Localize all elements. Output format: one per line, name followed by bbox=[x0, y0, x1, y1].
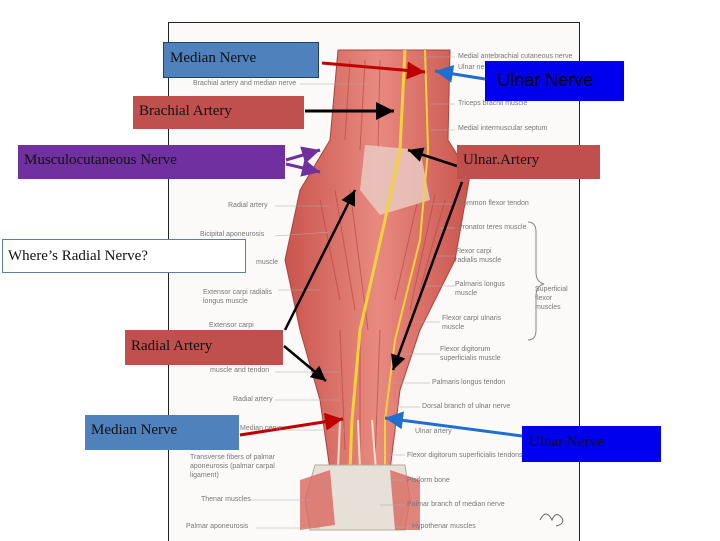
arrow-ulnar-artery-1 bbox=[407, 147, 458, 168]
label-brachial-artery: Brachial Artery bbox=[133, 96, 304, 129]
hypothenar-shape bbox=[390, 470, 420, 530]
label-text: Brachial Artery bbox=[139, 103, 232, 119]
plate-label: Triceps brachii muscle bbox=[458, 100, 528, 107]
plate-label: Dorsal branch of ulnar nerve bbox=[422, 403, 511, 410]
arrow-radial-artery-2 bbox=[283, 345, 327, 382]
plate-label: Extensor carpi bbox=[209, 322, 254, 329]
plate-label: Medial antebrachial cutaneous nerve bbox=[458, 53, 573, 60]
median-nerve-line bbox=[348, 49, 407, 471]
plate-label: Extensor carpi radialis longus muscle bbox=[203, 289, 272, 305]
plate-label: Ulnar nerve bbox=[458, 64, 495, 71]
label-musculocutaneous-nerve: Musculocutaneous Nerve bbox=[18, 145, 285, 179]
plate-label: Flexor carpi radialis muscle bbox=[455, 248, 502, 264]
artist-signature bbox=[539, 513, 564, 527]
plate-label: Palmar aponeurosis bbox=[186, 523, 249, 530]
plate-label: Medial intermuscular septum bbox=[458, 125, 548, 132]
arrow-musculocutaneous-1 bbox=[285, 146, 321, 164]
arrow-ulnar-artery-2 bbox=[391, 181, 464, 371]
plate-label: Flexor digitorum superficialis tendons bbox=[407, 452, 523, 459]
label-text: Median Nerve bbox=[170, 50, 257, 66]
label-ulnar-nerve-top: Ulnar Nerve bbox=[485, 61, 624, 101]
superficial-flexor-bracket bbox=[527, 221, 545, 341]
plate-label: Brachial artery and median nerve bbox=[193, 80, 297, 87]
plate-label: Palmaris longus muscle bbox=[455, 281, 505, 297]
label-text: Radial Artery bbox=[131, 338, 213, 354]
plate-label: Palmar branch of median nerve bbox=[407, 501, 505, 508]
label-median-nerve-bottom: Median Nerve bbox=[85, 415, 239, 450]
label-radial-nerve-question: Where’s Radial Nerve? bbox=[2, 239, 246, 273]
arrow-radial-artery-1 bbox=[283, 189, 357, 331]
plate-label: Radial artery bbox=[233, 396, 273, 403]
label-text: Ulnar Nerve bbox=[497, 70, 594, 90]
label-text: Ulnar.Artery bbox=[463, 152, 540, 168]
plate-label: Flexor digitorum superficialis muscle bbox=[440, 346, 501, 362]
plate-label: Bicipital aponeurosis bbox=[200, 231, 265, 238]
plate-label: muscle and tendon bbox=[210, 367, 270, 374]
arrow-ulnar-nerve-bottom bbox=[384, 411, 523, 438]
thenar-shape bbox=[300, 470, 335, 530]
plate-label: Pisiform bone bbox=[407, 477, 450, 484]
arrow-ulnar-nerve-top bbox=[434, 64, 486, 83]
plate-label: Common flexor tendon bbox=[458, 200, 529, 207]
label-text: Ulnar Nerve bbox=[529, 434, 604, 450]
label-text: Where’s Radial Nerve? bbox=[8, 248, 148, 264]
label-text: Median Nerve bbox=[91, 422, 178, 438]
label-median-nerve-top: Median Nerve bbox=[163, 42, 319, 78]
plate-label: Ulnar artery bbox=[415, 428, 452, 435]
plate-label: Transverse fibers of palmar aponeurosis … bbox=[190, 454, 275, 479]
label-text: Musculocutaneous Nerve bbox=[24, 152, 177, 168]
plate-label: Flexor carpi ulnaris muscle bbox=[442, 315, 502, 331]
plate-label: Radial artery bbox=[228, 202, 268, 209]
muscle-striations bbox=[319, 59, 446, 461]
arrow-musculocutaneous-2 bbox=[285, 159, 321, 177]
label-ulnar-nerve-bottom: Ulnar Nerve bbox=[522, 426, 661, 462]
plate-label: muscle bbox=[256, 259, 279, 266]
plate-label: Pronator teres muscle bbox=[458, 224, 527, 231]
arrow-median-nerve-top bbox=[321, 61, 426, 80]
plate-label: Palmaris longus tendon bbox=[432, 379, 506, 386]
arrow-median-nerve-bottom bbox=[239, 412, 344, 437]
label-ulnar-artery: Ulnar.Artery bbox=[457, 145, 600, 179]
plate-label: Median nerve bbox=[240, 425, 283, 432]
label-radial-artery: Radial Artery bbox=[125, 330, 283, 365]
plate-label: Thenar muscles bbox=[201, 496, 251, 503]
plate-label: Hypothenar muscles bbox=[412, 523, 476, 530]
plate-label: Superficial flexor muscles bbox=[535, 286, 568, 311]
